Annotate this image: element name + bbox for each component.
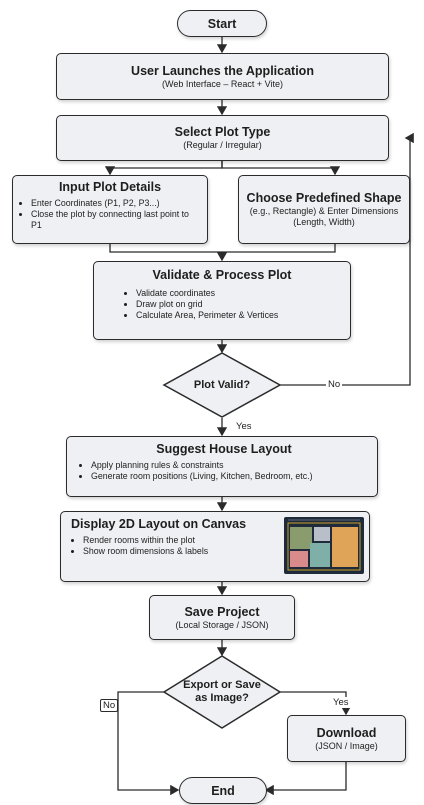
download-node: Download (JSON / Image) [287,715,406,762]
edge-shape-validate [222,244,336,253]
no-valid-label: No [326,379,343,390]
suggest-title: Suggest House Layout [156,442,292,456]
validate-process-node: Validate & Process Plot Validate coordin… [93,261,351,340]
launch-app-node: User Launches the Application (Web Inter… [56,53,389,100]
display-point: Show room dimensions & labels [83,546,361,557]
predefined-shape-node: Choose Predefined Shape (e.g., Rectangle… [238,175,410,244]
start-node: Start [177,10,267,37]
input-points: Enter Coordinates (P1, P2, P3...) Close … [19,198,201,231]
validate-title: Validate & Process Plot [152,268,292,282]
shape-sub1: (e.g., Rectangle) & Enter Dimensions [249,206,399,216]
select-plot-type-node: Select Plot Type (Regular / Irregular) [56,115,389,161]
plot-valid-label: Plot Valid? [193,378,251,391]
layout-preview-image [284,517,364,574]
validate-point: Calculate Area, Perimeter & Vertices [136,310,342,321]
input-point: Enter Coordinates (P1, P2, P3...) [31,198,201,209]
select-title: Select Plot Type [174,125,271,139]
suggest-point: Apply planning rules & constraints [91,460,369,471]
suggest-points: Apply planning rules & constraints Gener… [79,460,369,482]
start-label: Start [207,16,237,31]
export-label: Export or Save as Image? [183,679,261,704]
suggest-point: Generate room positions (Living, Kitchen… [91,471,369,482]
shape-sub2: (Length, Width) [293,217,355,227]
no-export-label: No [100,699,119,712]
input-point: Close the plot by connecting last point … [31,209,201,231]
display-title: Display 2D Layout on Canvas [71,517,247,531]
launch-title: User Launches the Application [131,63,314,78]
download-sub: (JSON / Image) [315,740,378,751]
save-title: Save Project [184,604,260,619]
decision-export [162,655,282,729]
download-title: Download [316,725,377,740]
validate-point: Validate coordinates [136,288,342,299]
yes-export-label: Yes [331,697,351,708]
yes-valid-label: Yes [234,421,254,432]
validate-points: Validate coordinates Draw plot on grid C… [124,288,342,321]
edge-export-no [117,691,180,796]
save-sub: (Local Storage / JSON) [175,619,269,630]
display-point: Render rooms within the plot [83,535,361,546]
edge-download-end [264,762,347,796]
suggest-layout-node: Suggest House Layout Apply planning rule… [66,436,378,497]
input-plot-details-node: Input Plot Details Enter Coordinates (P1… [12,175,208,244]
edge-select-input [104,161,223,176]
edge-select-shape [221,161,341,176]
launch-sub: (Web Interface – React + Vite) [162,78,283,89]
input-title: Input Plot Details [58,180,162,194]
select-sub: (Regular / Irregular) [183,140,262,150]
end-label: End [211,783,235,798]
validate-point: Draw plot on grid [136,299,342,310]
end-node: End [179,777,267,804]
decision-plot-valid [162,352,282,418]
display-points: Render rooms within the plot Show room d… [71,535,361,557]
save-project-node: Save Project (Local Storage / JSON) [149,595,295,640]
edge-input-validate [109,244,228,262]
shape-title: Choose Predefined Shape [246,191,402,205]
